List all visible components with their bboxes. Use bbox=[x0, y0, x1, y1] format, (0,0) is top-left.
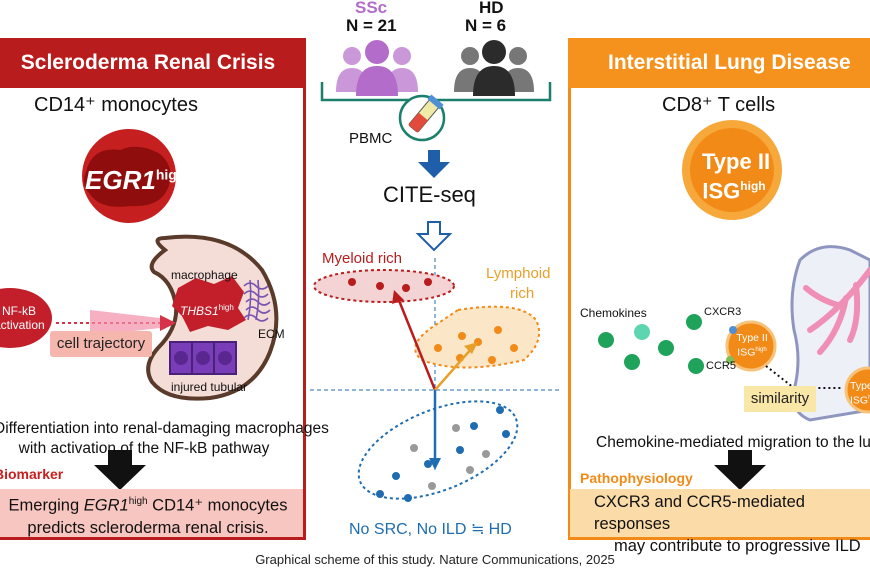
nfkb-label: NF-kB activation bbox=[0, 304, 45, 332]
ccr5-receptor bbox=[726, 356, 734, 364]
src-down-arrow bbox=[94, 450, 146, 490]
hd-people-icon bbox=[454, 40, 534, 96]
small-type2-label: Type II ISGhigh bbox=[736, 332, 768, 359]
thbs1-macrophage bbox=[172, 276, 246, 332]
hd-label: HD bbox=[479, 0, 504, 17]
lymphoid-trajectory bbox=[434, 347, 473, 391]
similarity-label: similarity bbox=[744, 386, 816, 412]
lung-type2-cell bbox=[844, 366, 870, 414]
differentiation-text: Differentiation into renal-damaging macr… bbox=[0, 420, 329, 457]
blood-tube-icon bbox=[408, 94, 444, 133]
hd-cluster bbox=[357, 400, 519, 500]
ild-illustration bbox=[598, 120, 870, 490]
ecm-label: ECM bbox=[258, 327, 285, 341]
ssc-count: N = 21 bbox=[346, 16, 397, 35]
cd14-monocytes-title: CD14⁺ monocytes bbox=[34, 94, 198, 116]
ssc-people-icon bbox=[336, 40, 418, 96]
biomarker-line-1: Emerging EGR1high CD14⁺ monocytes bbox=[8, 496, 288, 515]
src-illustration bbox=[0, 129, 279, 490]
lymphoid-rich-label: Lymphoid rich bbox=[486, 265, 551, 302]
cxcr3-receptor bbox=[729, 326, 737, 334]
cite-seq-down-arrow bbox=[415, 221, 453, 252]
type2-isg-high-label: Type II ISGhigh bbox=[702, 149, 771, 204]
ild-panel bbox=[568, 38, 870, 540]
macrophage-label: macrophage bbox=[171, 268, 238, 282]
src-panel bbox=[0, 38, 306, 540]
type2-isg-cell-inner bbox=[690, 128, 774, 212]
lymphoid-cluster bbox=[414, 305, 540, 369]
trajectory-gradient bbox=[90, 310, 160, 336]
myeloid-points bbox=[348, 278, 432, 292]
injured-tubular-label: injured tubular bbox=[171, 380, 248, 394]
hd-gray-points bbox=[410, 424, 490, 490]
biomarker-line-2: predicts scleroderma renal crisis. bbox=[27, 518, 269, 537]
cell-trajectory-label: cell trajectory bbox=[50, 331, 152, 357]
cd8-t-cells-title: CD8⁺ T cells bbox=[662, 94, 776, 116]
myeloid-rich-label: Myeloid rich bbox=[322, 250, 403, 267]
migration-text: Chemokine-mediated migration to the lung bbox=[596, 434, 870, 451]
no-src-no-ild-label: No SRC, No ILD ≒ HD bbox=[349, 521, 512, 538]
biomarker-label: Biomarker bbox=[0, 466, 64, 482]
nfkb-activation-cell bbox=[0, 288, 52, 348]
pathophysiology-box: CXCR3 and CCR5-mediated responses may co… bbox=[570, 489, 870, 555]
pbmc-down-arrow bbox=[418, 150, 450, 178]
chemokines-label: Chemokines bbox=[580, 306, 647, 320]
egr1-high-label: EGR1high bbox=[85, 165, 186, 195]
myeloid-trajectory bbox=[396, 297, 437, 391]
small-type2-cell bbox=[725, 320, 777, 372]
airway-branches bbox=[803, 267, 870, 355]
center-illustration bbox=[310, 40, 560, 502]
ssc-label: SSc bbox=[355, 0, 388, 17]
ild-down-arrow bbox=[714, 450, 766, 490]
cite-seq-label: CITE-seq bbox=[383, 182, 476, 207]
cxcr3-label: CXCR3 bbox=[704, 306, 742, 318]
hd-points bbox=[376, 406, 510, 502]
patho-line-2: may contribute to progressive ILD bbox=[614, 537, 861, 555]
ccr5-label: CCR5 bbox=[706, 360, 736, 372]
patho-line-1: CXCR3 and CCR5-mediated responses bbox=[594, 493, 805, 533]
injured-tubular-cells bbox=[169, 341, 237, 375]
ecm-fibers bbox=[243, 279, 271, 322]
figure-caption: Graphical scheme of this study. Nature C… bbox=[255, 552, 615, 567]
ild-banner: Interstitial Lung Disease bbox=[568, 38, 870, 88]
hd-count: N = 6 bbox=[465, 16, 507, 35]
thbs1-label: THBS1high bbox=[180, 303, 234, 318]
src-banner: Scleroderma Renal Crisis bbox=[0, 38, 306, 88]
biomarker-box: Emerging EGR1high CD14⁺ monocytes predic… bbox=[0, 489, 303, 537]
pathophysiology-label: Pathophysiology bbox=[580, 470, 693, 486]
egr1-monocyte-nucleus bbox=[83, 146, 171, 207]
lung-type2-label: Type II ISGhigh bbox=[850, 380, 870, 407]
pbmc-label: PBMC bbox=[349, 130, 393, 147]
trajectory-arrowhead bbox=[160, 315, 176, 331]
chemokine-dots bbox=[598, 314, 704, 374]
